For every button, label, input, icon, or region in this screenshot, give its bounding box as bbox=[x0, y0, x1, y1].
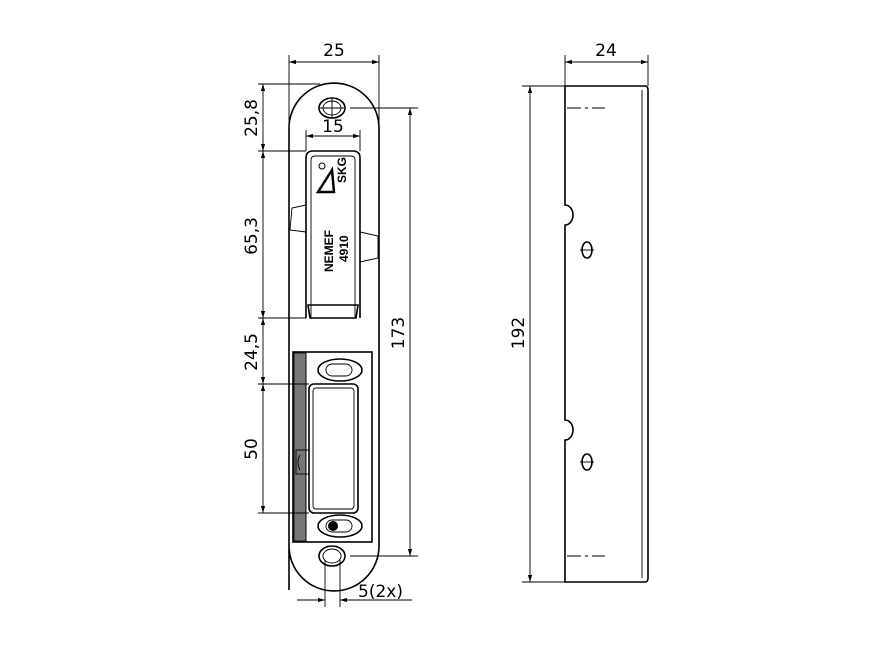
side-hole-top bbox=[580, 241, 594, 259]
latch-opening: SKG NEMEF 4910 bbox=[289, 150, 379, 319]
dim-depth: 24 bbox=[564, 41, 649, 86]
bottom-screw-hole bbox=[318, 545, 346, 567]
svg-text:25: 25 bbox=[323, 41, 345, 61]
dim-vertical-chain: 25,8 65,3 24,5 50 bbox=[242, 83, 320, 514]
strike-plate-outline bbox=[288, 82, 380, 592]
side-profile bbox=[564, 85, 649, 583]
svg-text:50: 50 bbox=[242, 438, 262, 460]
svg-text:25,8: 25,8 bbox=[242, 99, 262, 137]
side-hole-bottom bbox=[580, 453, 594, 471]
svg-text:24: 24 bbox=[595, 41, 617, 61]
top-screw-hole bbox=[318, 97, 346, 119]
front-view: SKG NEMEF 4910 25 15 bbox=[242, 41, 418, 607]
dim-width: 25 bbox=[288, 41, 380, 128]
svg-text:15: 15 bbox=[322, 117, 344, 137]
bolt-insert bbox=[292, 351, 373, 543]
model-marking: 4910 bbox=[337, 235, 351, 262]
dim-latch-width: 15 bbox=[305, 117, 361, 151]
svg-text:173: 173 bbox=[389, 317, 409, 349]
side-view: 24 192 bbox=[509, 41, 649, 583]
svg-text:192: 192 bbox=[509, 317, 529, 349]
skg-logo bbox=[315, 162, 336, 194]
brand-marking: NEMEF bbox=[322, 230, 336, 272]
svg-text:5(2x): 5(2x) bbox=[358, 582, 403, 602]
svg-text:65,3: 65,3 bbox=[242, 217, 262, 255]
dim-hole-spacing: 173 bbox=[350, 107, 418, 557]
cert-marking: SKG bbox=[335, 157, 349, 183]
dim-length: 192 bbox=[509, 85, 565, 583]
dim-hole-diameter: 5(2x) bbox=[297, 560, 412, 607]
svg-text:24,5: 24,5 bbox=[242, 333, 262, 371]
